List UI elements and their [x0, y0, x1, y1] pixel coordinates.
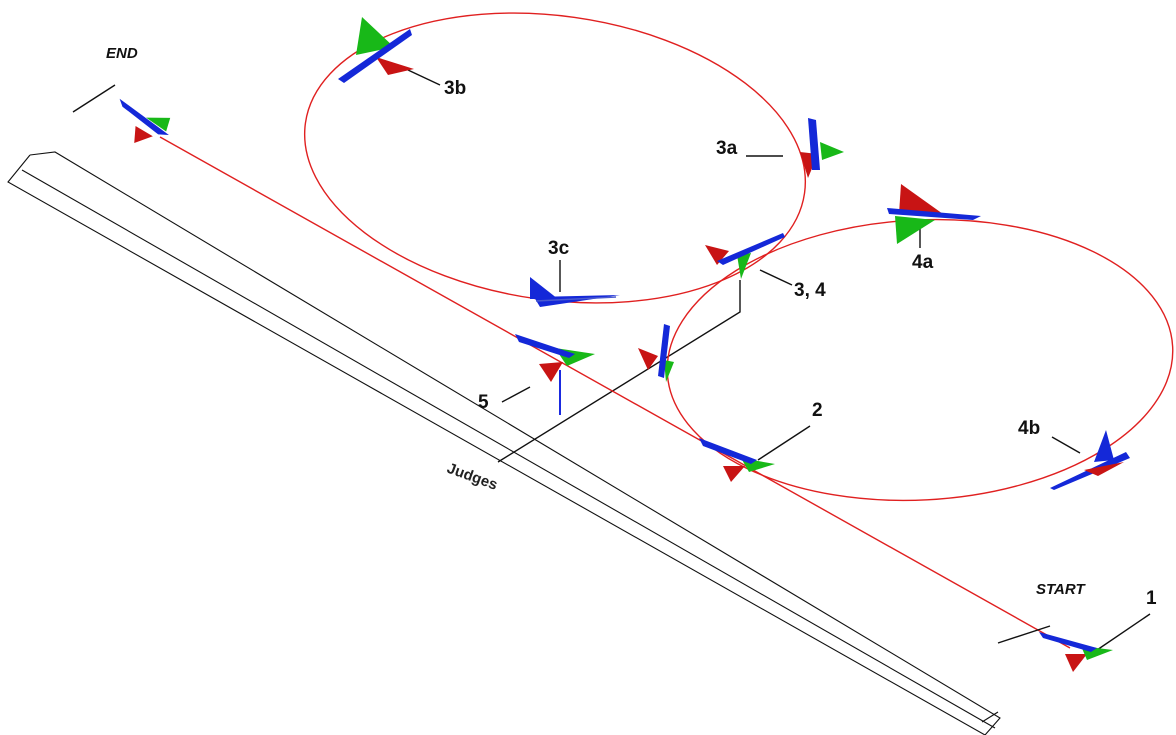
end-label: END: [106, 45, 138, 62]
aircraft-4b: [1050, 430, 1130, 490]
flight-path-line: [159, 136, 1071, 649]
runway-end-tick: [981, 711, 999, 723]
aircraft-3b: [338, 17, 414, 83]
leader-4b: [1051, 436, 1081, 454]
position-label-3a: 3a: [716, 138, 738, 159]
aircraft-end: [119, 98, 171, 144]
position-label-4b: 4b: [1018, 418, 1040, 439]
leader-3b: [407, 69, 441, 86]
position-label-5: 5: [478, 392, 489, 413]
position-label-4a: 4a: [912, 252, 934, 273]
aircraft-5: [515, 334, 595, 382]
runway-inner-line: [21, 169, 996, 729]
aircraft-1: [1039, 632, 1113, 672]
leader-3-4: [759, 269, 793, 286]
judges-label: Judges: [445, 460, 500, 494]
position-label-3-4: 3, 4: [794, 280, 826, 301]
runway: [7, 151, 1001, 735]
end-gate-line: [72, 84, 116, 113]
leader-1: [1096, 613, 1151, 651]
position-label-3b: 3b: [444, 78, 466, 99]
aircraft-3a: [800, 118, 844, 178]
aircraft-3c: [530, 277, 620, 307]
leader-2: [757, 425, 811, 461]
runway-outline: [7, 151, 1001, 735]
flight-path: [159, 12, 1174, 649]
start-gate-line: [997, 625, 1051, 644]
judges-sight-line: [497, 280, 741, 463]
start-label: START: [1036, 581, 1086, 598]
aircraft-4a: [887, 184, 981, 244]
leader-5: [501, 386, 531, 403]
position-label-3c: 3c: [548, 238, 570, 259]
aircraft-judges-pass: [638, 324, 674, 382]
position-label-1: 1: [1146, 588, 1157, 609]
position-label-2: 2: [812, 400, 823, 421]
aircraft-2: [699, 438, 775, 482]
aircraft-3-4: [705, 233, 785, 279]
